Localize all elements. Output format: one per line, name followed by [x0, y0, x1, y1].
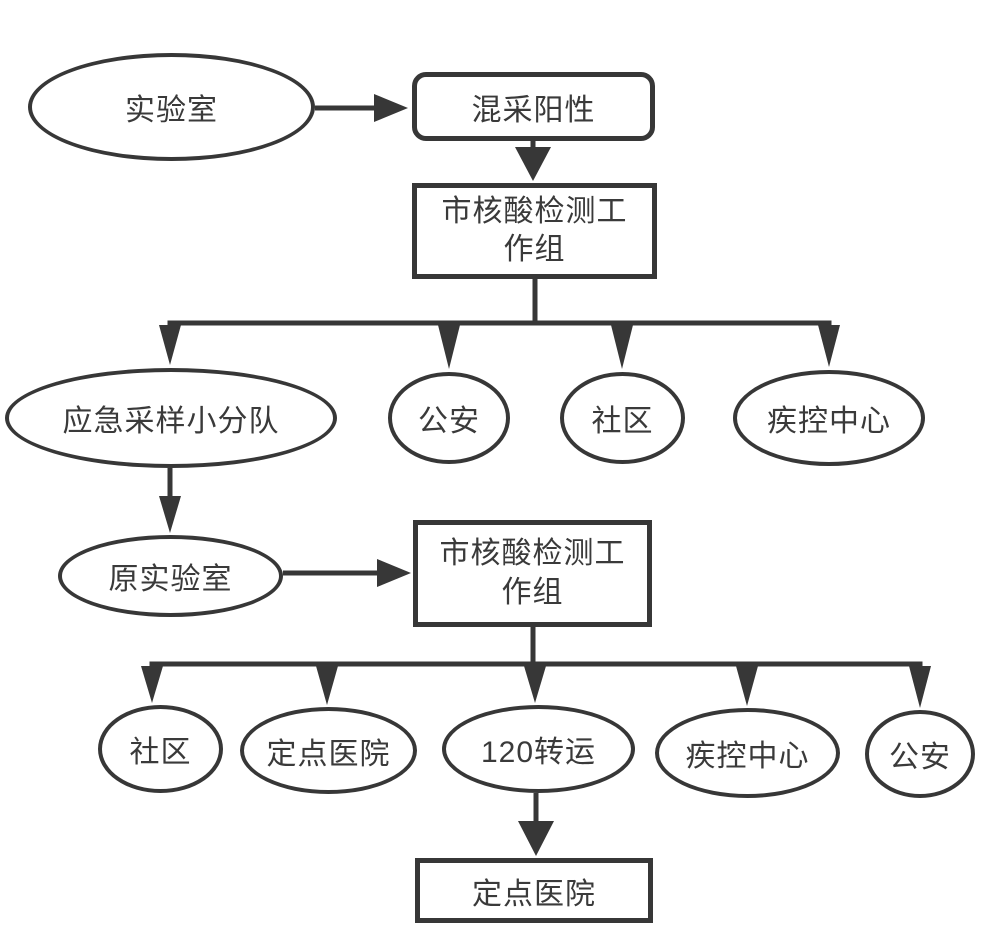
edge-work-group-1-branch-rail: [167, 279, 832, 326]
node-original-lab: 原实验室: [58, 535, 283, 617]
node-mixed-positive: 混采阳性: [412, 72, 655, 141]
node-designated-hospital-1: 定点医院: [240, 707, 417, 794]
edge-drop-to-designated-hospital-1: [316, 666, 338, 705]
edge-drop-to-public-security-2: [909, 666, 931, 708]
node-work-group-1: 市核酸检测工 作组: [412, 183, 657, 279]
node-mixed-positive-label: 混采阳性: [471, 93, 596, 127]
edge-mixed-positive-to-work-group-1: [515, 141, 551, 181]
edge-drop-to-transfer-120: [524, 666, 546, 703]
edge-original-lab-to-work-group-2: [283, 559, 411, 587]
node-community-2-label: 社区: [129, 736, 192, 769]
node-public-security-1-label: 公安: [418, 405, 480, 438]
node-community-2: 社区: [98, 705, 223, 793]
edge-lab-to-mixed-positive: [315, 94, 408, 122]
node-community-1: 社区: [560, 372, 685, 464]
node-cdc-2-label: 疾控中心: [685, 740, 810, 773]
node-community-1-label: 社区: [591, 405, 654, 438]
edge-drop-to-emergency-team: [159, 325, 181, 365]
node-designated-hospital-2: 定点医院: [415, 858, 653, 923]
node-transfer-120-label: 120转运: [480, 736, 597, 769]
node-cdc-1-label: 疾控中心: [767, 405, 891, 438]
edge-emergency-team-to-original-lab: [159, 468, 181, 533]
edge-drop-to-public-security-1: [438, 325, 460, 369]
node-emergency-team-label: 应急采样小分队: [62, 405, 280, 438]
edge-drop-to-cdc-1: [818, 325, 840, 367]
node-work-group-2: 市核酸检测工 作组: [413, 520, 652, 627]
node-work-group-1-label: 市核酸检测工 作组: [441, 194, 628, 266]
node-designated-hospital-2-label: 定点医院: [472, 877, 596, 911]
edge-drop-to-cdc-2: [736, 666, 758, 706]
edge-drop-to-community-2: [141, 666, 163, 703]
edge-drop-to-community-1: [611, 325, 633, 369]
node-public-security-2: 公安: [865, 710, 975, 798]
edge-work-group-2-branch-rail: [149, 627, 923, 667]
node-original-lab-label: 原实验室: [108, 563, 233, 596]
node-public-security-2-label: 公安: [889, 741, 951, 774]
node-designated-hospital-1-label: 定点医院: [266, 737, 391, 771]
node-emergency-team: 应急采样小分队: [5, 368, 337, 468]
node-lab-label: 实验室: [125, 94, 218, 127]
node-cdc-1: 疾控中心: [733, 370, 925, 466]
node-cdc-2: 疾控中心: [655, 708, 840, 798]
node-lab: 实验室: [28, 53, 315, 161]
edge-transfer-120-to-designated-hospital-2: [518, 793, 554, 856]
node-public-security-1: 公安: [388, 372, 510, 464]
node-transfer-120: 120转运: [442, 705, 635, 793]
node-work-group-2-label: 市核酸检测工 作组: [439, 537, 626, 609]
